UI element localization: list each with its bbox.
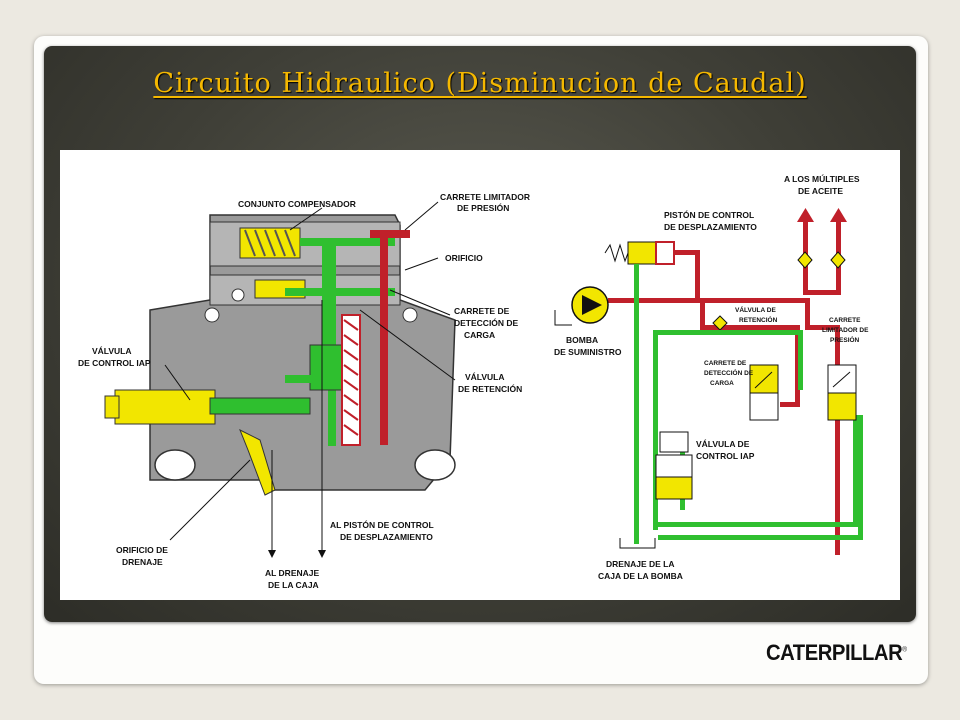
left-leader-lines	[164, 201, 456, 550]
label-orificio-drenaje-2: DRENAJE	[122, 557, 163, 567]
label-piston-control-r-2: DE DESPLAZAMIENTO	[664, 222, 757, 232]
label-conjunto-compensador: CONJUNTO COMPENSADOR	[238, 199, 356, 209]
label-carrete-limitador-2: DE PRESIÓN	[457, 202, 509, 213]
label-bomba: BOMBA	[566, 335, 598, 345]
label-carrete-deteccion-r-3: CARGA	[710, 380, 734, 387]
label-carrete-limitador-r: CARRETE	[829, 317, 861, 324]
hydraulic-diagram-svg: CONJUNTO COMPENSADOR CARRETE LIMITADOR D…	[78, 173, 869, 590]
label-piston-control: AL PISTÓN DE CONTROL	[330, 519, 434, 530]
label-drenaje-caja-2: DE LA CAJA	[268, 580, 319, 590]
label-carrete-deteccion-r-2: DETECCIÓN DE	[704, 368, 754, 377]
label-drenaje-caja: AL DRENAJE	[265, 568, 319, 578]
label-carrete-limitador: CARRETE LIMITADOR	[440, 192, 530, 202]
label-carrete-deteccion: CARRETE DE	[454, 306, 510, 316]
label-multiples: A LOS MÚLTIPLES	[784, 173, 860, 184]
hydraulic-schematic	[554, 208, 863, 555]
label-bomba-2: DE SUMINISTRO	[554, 347, 622, 357]
label-valvula-iap-r: VÁLVULA DE	[696, 439, 750, 449]
label-piston-control-2: DE DESPLAZAMIENTO	[340, 532, 433, 542]
label-valvula-iap-r-2: CONTROL IAP	[696, 451, 755, 461]
label-valvula-retencion: VÁLVULA	[465, 372, 505, 382]
label-valvula-retencion-r-2: RETENCIÓN	[739, 315, 778, 324]
caterpillar-logo: CATERPILLAR®	[766, 640, 907, 666]
label-orificio: ORIFICIO	[445, 253, 483, 263]
label-valvula-retencion-2: DE RETENCIÓN	[458, 383, 522, 394]
label-valvula-iap: VÁLVULA	[92, 346, 132, 356]
hydraulic-diagram: CONJUNTO COMPENSADOR CARRETE LIMITADOR D…	[60, 150, 900, 600]
label-piston-control-r: PISTÓN DE CONTROL	[664, 209, 754, 220]
label-drenaje-bomba-2: CAJA DE LA BOMBA	[598, 571, 683, 581]
label-drenaje-bomba: DRENAJE DE LA	[606, 559, 674, 569]
label-valvula-iap-2: DE CONTROL IAP	[78, 358, 151, 368]
label-carrete-limitador-r-2: LIMITADOR DE	[822, 327, 869, 334]
label-carrete-limitador-r-3: PRESIÓN	[830, 335, 860, 344]
label-carrete-deteccion-2: DETECCIÓN DE	[454, 317, 519, 328]
caterpillar-logo-text: CATERPILLAR	[766, 640, 903, 665]
label-orificio-drenaje: ORIFICIO DE	[116, 545, 168, 555]
registered-mark: ®	[902, 646, 907, 654]
slide-title: Circuito Hidraulico (Disminucion de Caud…	[153, 68, 807, 99]
pump-cutaway	[104, 214, 456, 496]
label-multiples-2: DE ACEITE	[798, 186, 843, 196]
label-valvula-retencion-r: VÁLVULA DE	[735, 305, 776, 314]
label-carrete-deteccion-r: CARRETE DE	[704, 360, 747, 367]
label-carrete-deteccion-3: CARGA	[464, 330, 495, 340]
